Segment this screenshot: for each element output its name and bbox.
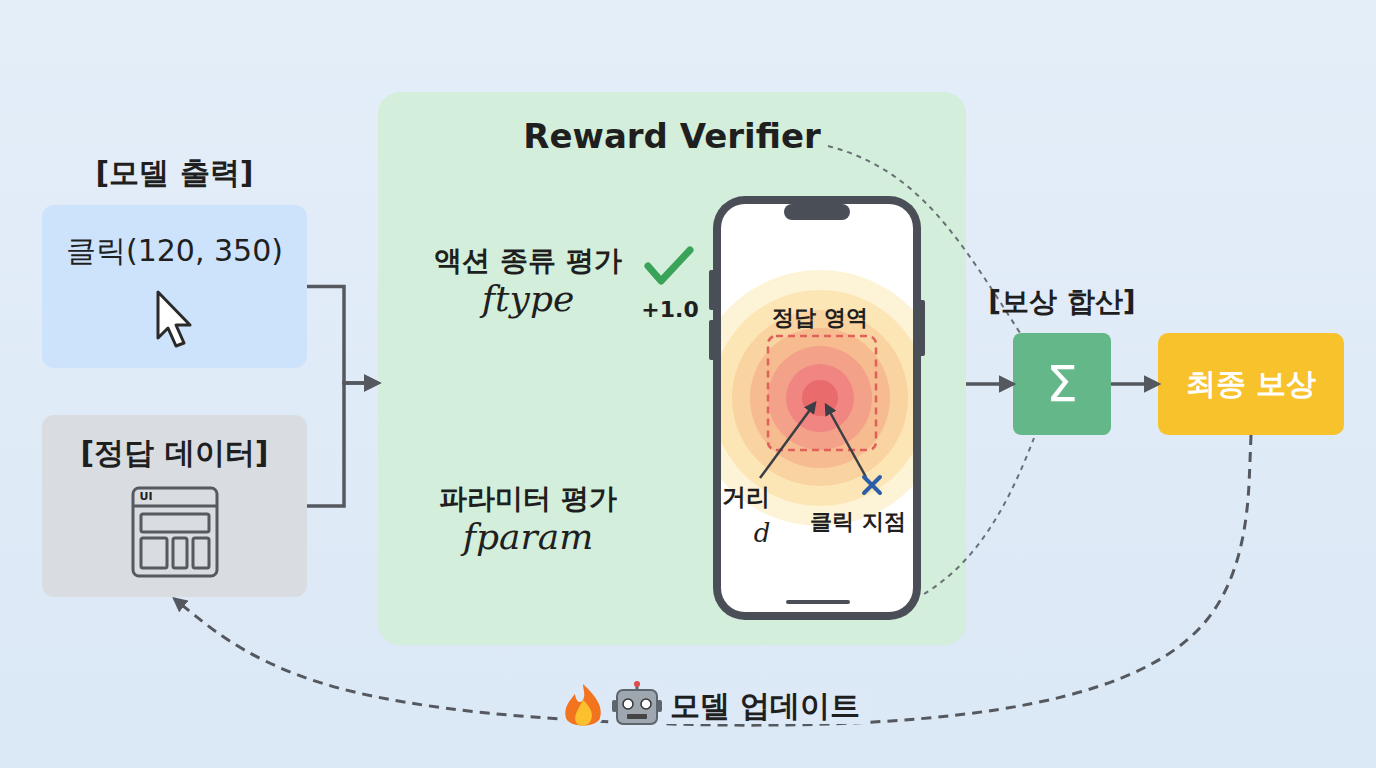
distance-label: 거리 — [722, 483, 770, 512]
panel-title: Reward Verifier — [523, 116, 821, 157]
function-symbol: ftype — [482, 277, 574, 320]
region-label: 정답 영역 — [772, 305, 868, 331]
action-text: 클릭(120, 350) — [66, 233, 283, 269]
function-symbol: fparam — [463, 515, 594, 558]
flow-arrow — [307, 287, 378, 384]
final-reward-box: 최종 보상 — [1158, 333, 1344, 435]
flow-arrow — [966, 382, 1013, 386]
fire-icon — [561, 684, 605, 732]
box-heading: [모델 출력] — [96, 155, 254, 191]
edge-label: 모델 업데이트 — [662, 688, 868, 724]
reward-value: +1.0 — [641, 297, 698, 323]
flow-arrow — [307, 383, 378, 506]
evaluation-title: 액션 종류 평가 — [434, 244, 622, 278]
flow-arrow — [1111, 382, 1158, 386]
distance-symbol: d — [754, 518, 771, 549]
click-point-label: 클릭 지점 — [810, 509, 906, 535]
heatmap — [721, 270, 913, 526]
dashed-leader — [924, 438, 1034, 594]
ui-icon — [133, 488, 217, 576]
evaluation-title: 파라미터 평가 — [439, 482, 617, 516]
check-mark — [648, 250, 690, 281]
sum-box: [보상 합산]Σ — [1013, 333, 1111, 435]
cursor-icon — [158, 292, 190, 346]
phone-illustration — [692, 196, 948, 620]
box-heading: [정답 데이터] — [81, 435, 269, 471]
evaluation-block: 액션 종류 평가ftype — [403, 224, 653, 340]
icon-text: UI — [139, 490, 152, 503]
box-title: 최종 보상 — [1186, 366, 1316, 402]
robot-icon — [612, 681, 662, 730]
feedback-arrow — [175, 435, 1252, 725]
evaluation-block: 파라미터 평가fparam — [403, 462, 653, 578]
box-heading: [보상 합산] — [988, 285, 1135, 319]
sum-symbol: Σ — [1046, 354, 1078, 414]
